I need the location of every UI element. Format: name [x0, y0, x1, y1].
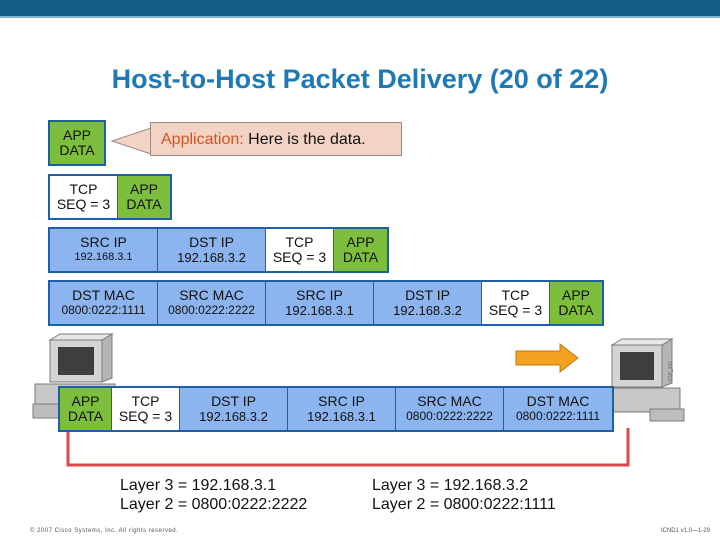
field-label: DST MAC [526, 393, 590, 409]
field-value: 192.168.3.2 [199, 409, 268, 424]
tcp-header-field: TCP SEQ = 3 [112, 388, 180, 430]
app-data-field: APP DATA [550, 282, 602, 324]
field-value: 0800:0222:1111 [61, 303, 146, 317]
field-label: APP [71, 393, 100, 409]
field-value: SEQ = 3 [488, 302, 543, 318]
network-link [66, 428, 630, 467]
field-label: TCP [501, 287, 530, 303]
packet-row-app: APP DATA [48, 120, 106, 166]
packet-row-ip: SRC IP 192.168.3.1 DST IP 192.168.3.2 TC… [48, 227, 389, 273]
dst-mac-field: DST MAC 0800:0222:1111 [50, 282, 158, 324]
tcp-header-field: TCP SEQ = 3 [482, 282, 550, 324]
layer2-address: Layer 2 = 0800:0222:1111 [372, 496, 556, 513]
field-value: SEQ = 3 [272, 249, 327, 265]
field-label: DST IP [405, 287, 450, 303]
field-label: DATA [126, 196, 162, 212]
app-data-field: APP DATA [118, 176, 170, 218]
src-ip-field: SRC IP 192.168.3.1 [50, 229, 158, 271]
top-banner [0, 0, 720, 16]
src-ip-field: SRC IP 192.168.3.1 [266, 282, 374, 324]
field-value: SEQ = 3 [118, 408, 173, 424]
field-label: SRC IP [80, 234, 127, 250]
field-label: SRC MAC [179, 287, 244, 303]
field-label: APP [561, 287, 590, 303]
field-value: 192.168.3.1 [307, 409, 376, 424]
field-label: DATA [59, 142, 95, 158]
field-label: TCP [285, 234, 314, 250]
app-data-field: APP DATA [60, 388, 112, 430]
packet-row-tcp: TCP SEQ = 3 APP DATA [48, 174, 172, 220]
top-banner-accent [0, 16, 720, 18]
direction-arrow-icon [515, 342, 579, 374]
field-value: 192.168.3.1 [285, 303, 354, 318]
field-label: DATA [558, 302, 594, 318]
copyright-notice: © 2007 Cisco Systems, Inc. All rights re… [30, 528, 179, 534]
packet-row-frame: DST MAC 0800:0222:1111 SRC MAC 0800:0222… [48, 280, 604, 326]
course-id: ICND1 v1.0—1-29 [660, 528, 710, 534]
field-value: 192.168.3.2 [177, 250, 246, 265]
packet-row-wire: APP DATA TCP SEQ = 3 DST IP 192.168.3.2 … [58, 386, 614, 432]
field-label: DST MAC [72, 287, 135, 303]
field-value: 192.168.3.2 [393, 303, 462, 318]
application-callout: Application: Here is the data. [150, 122, 402, 156]
field-value: SEQ = 3 [56, 196, 111, 212]
callout-label: Application: [161, 131, 244, 148]
src-ip-field: SRC IP 192.168.3.1 [288, 388, 396, 430]
layer2-address: Layer 2 = 0800:0222:2222 [120, 496, 308, 513]
field-label: SRC IP [296, 287, 343, 303]
dst-mac-field: DST MAC 0800:0222:1111 [504, 388, 612, 430]
slide-title: Host-to-Host Packet Delivery (20 of 22) [111, 64, 609, 94]
callout-pointer [110, 127, 152, 155]
dst-ip-field: DST IP 192.168.3.2 [374, 282, 482, 324]
field-label: DST IP [189, 234, 234, 250]
field-label: TCP [69, 181, 98, 197]
tcp-header-field: TCP SEQ = 3 [50, 176, 118, 218]
field-value: 0800:0222:2222 [168, 303, 255, 317]
figure-id: SSP_341 [668, 360, 674, 382]
src-mac-field: SRC MAC 0800:0222:2222 [158, 282, 266, 324]
layer3-address: Layer 3 = 192.168.3.1 [120, 477, 277, 494]
tcp-header-field: TCP SEQ = 3 [266, 229, 334, 271]
field-label: DATA [342, 249, 379, 265]
layer3-address: Layer 3 = 192.168.3.2 [372, 477, 529, 494]
callout-text: Here is the data. [243, 131, 366, 148]
field-value: 0800:0222:1111 [515, 409, 601, 423]
field-label: DATA [67, 408, 104, 424]
field-value: 192.168.3.1 [74, 251, 133, 263]
field-value: 0800:0222:2222 [406, 409, 493, 423]
right-host-addresses: Layer 3 = 192.168.3.2 Layer 2 = 0800:022… [372, 476, 556, 514]
dst-ip-field: DST IP 192.168.3.2 [180, 388, 288, 430]
field-label: APP [62, 127, 91, 143]
app-data-field: APP DATA [334, 229, 387, 271]
remote-computer-icon [599, 338, 685, 422]
field-label: TCP [131, 393, 160, 409]
field-label: DST IP [211, 393, 256, 409]
left-host-addresses: Layer 3 = 192.168.3.1 Layer 2 = 0800:022… [120, 476, 307, 514]
field-label: APP [129, 181, 158, 197]
dst-ip-field: DST IP 192.168.3.2 [158, 229, 266, 271]
field-label: SRC IP [318, 393, 365, 409]
field-label: SRC MAC [417, 393, 482, 409]
src-mac-field: SRC MAC 0800:0222:2222 [396, 388, 504, 430]
app-data-field: APP DATA [50, 122, 104, 164]
field-label: APP [346, 234, 375, 250]
